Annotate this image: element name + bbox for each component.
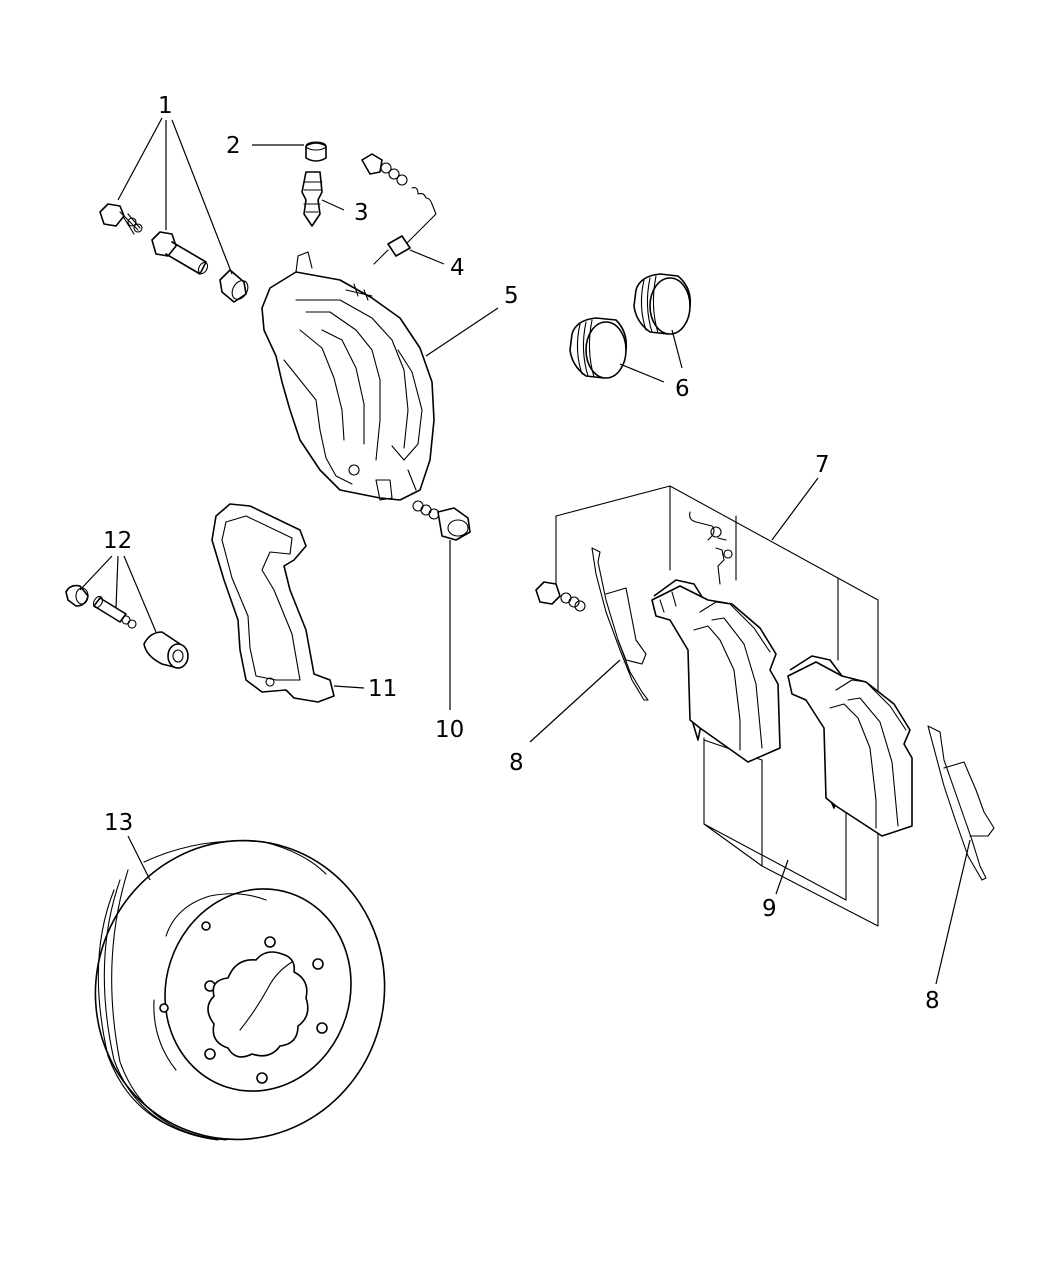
callout-labels: 1 2 3 4 5 6 7 8 9 10 11 12 8 13 bbox=[103, 93, 940, 1014]
part-9-pad-set-right bbox=[787, 655, 913, 837]
part-3-bleeder-screw bbox=[301, 171, 345, 227]
part-8-spring-left bbox=[529, 547, 649, 743]
part-9-pad-set-left bbox=[651, 579, 781, 763]
part-7-clips bbox=[689, 511, 733, 585]
callout-8-left: 8 bbox=[509, 750, 524, 776]
callout-3: 3 bbox=[354, 200, 369, 226]
callout-1: 1 bbox=[158, 93, 173, 119]
part-5-caliper bbox=[261, 251, 499, 501]
callout-11: 11 bbox=[368, 676, 397, 702]
part-11-bracket bbox=[211, 503, 365, 703]
part-1-guide-pins bbox=[99, 117, 249, 303]
part-12-guide-pin-kit bbox=[65, 555, 189, 669]
callout-4: 4 bbox=[450, 255, 465, 281]
callout-5: 5 bbox=[504, 283, 519, 309]
callout-9: 9 bbox=[762, 896, 777, 922]
callout-8-right: 8 bbox=[925, 988, 940, 1014]
part-10-caliper-bolt bbox=[412, 500, 471, 710]
part-7-bolt bbox=[535, 581, 586, 612]
callout-12: 12 bbox=[103, 528, 132, 554]
callout-6: 6 bbox=[675, 376, 690, 402]
callout-10: 10 bbox=[435, 717, 464, 743]
part-4-wear-sensor bbox=[361, 153, 445, 265]
part-2-bleeder-cap bbox=[252, 141, 327, 162]
callout-7: 7 bbox=[815, 452, 830, 478]
part-6-pistons bbox=[569, 273, 692, 383]
part-13-rotor bbox=[94, 835, 386, 1141]
callout-13: 13 bbox=[104, 810, 133, 836]
part-8-spring-right bbox=[927, 725, 995, 985]
callout-2: 2 bbox=[226, 133, 241, 159]
